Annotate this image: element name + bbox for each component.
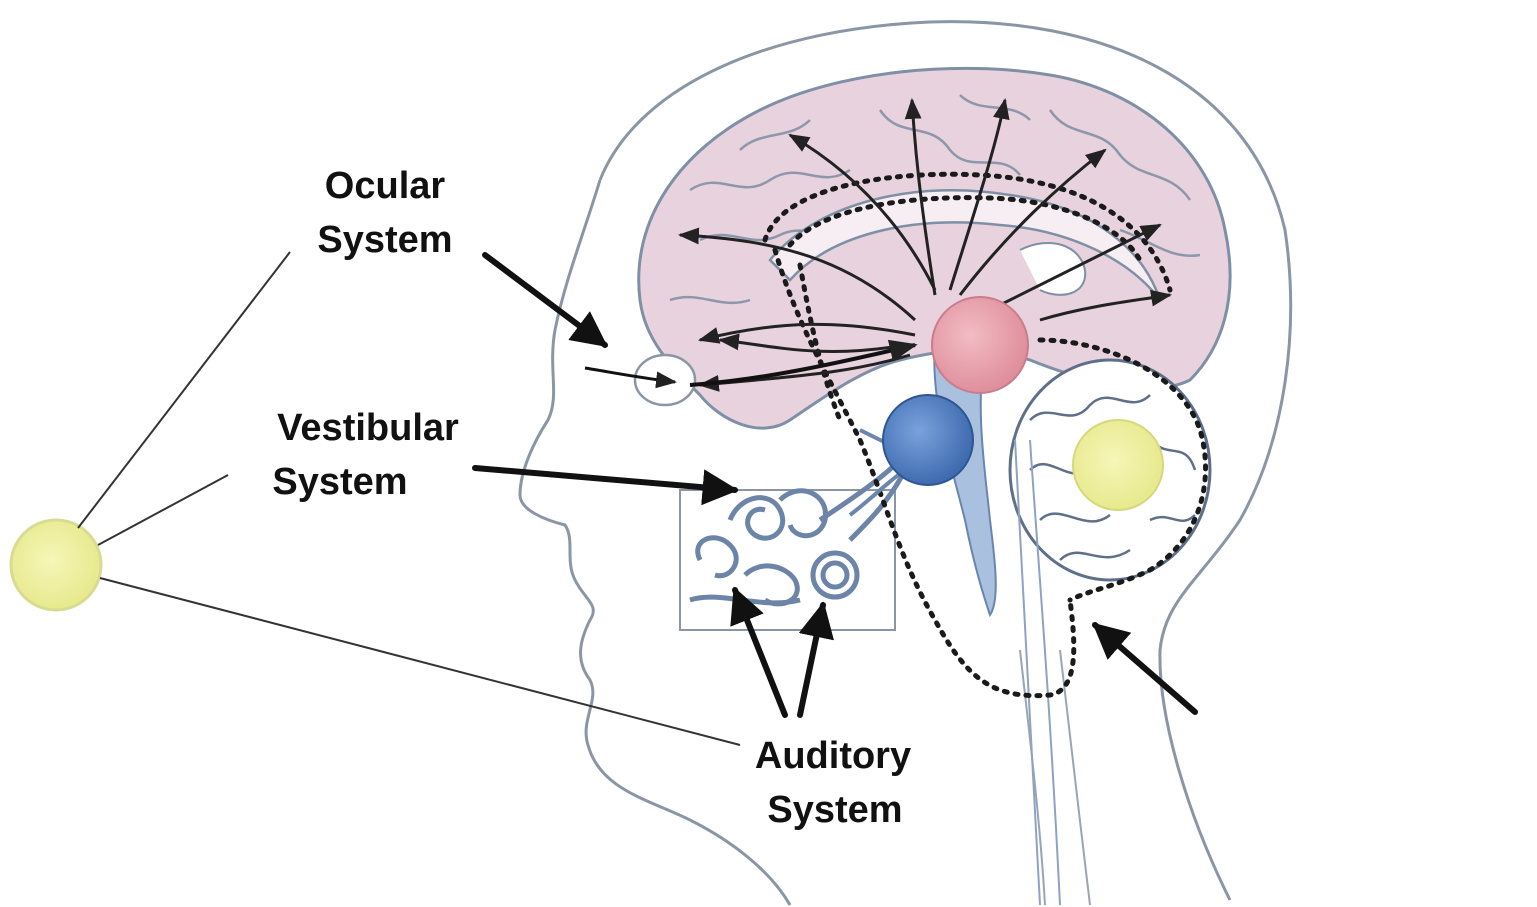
auditory-system-label: Auditory System bbox=[755, 735, 911, 831]
sensory-hub-node bbox=[11, 520, 101, 610]
svg-text:Vestibular: Vestibular bbox=[277, 407, 459, 449]
thalamus-node bbox=[932, 297, 1028, 393]
inner-ear-box bbox=[680, 490, 895, 630]
svg-text:System: System bbox=[767, 789, 902, 831]
neck-line bbox=[1020, 650, 1090, 905]
svg-text:Auditory: Auditory bbox=[755, 735, 911, 777]
ocular-system-label: Ocular System bbox=[317, 165, 452, 261]
svg-text:System: System bbox=[272, 461, 407, 503]
vestibular-system-label: Vestibular System bbox=[272, 407, 459, 503]
hub-connector-lines bbox=[78, 252, 740, 745]
svg-text:System: System bbox=[317, 219, 452, 261]
cerebellum-node bbox=[1073, 420, 1163, 510]
svg-text:Ocular: Ocular bbox=[325, 165, 446, 207]
brainstem-node bbox=[883, 395, 973, 485]
